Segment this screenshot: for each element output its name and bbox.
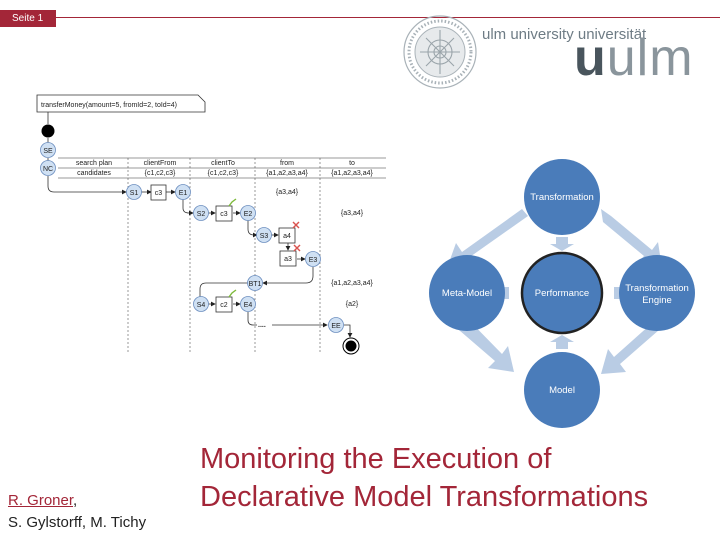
node-c3-first: c3 — [155, 190, 163, 197]
table-header-clientto: clientTo — [211, 160, 235, 167]
node-ee: EE — [331, 323, 341, 330]
node-se: SE — [43, 148, 53, 155]
table-cell-clientfrom: {c1,c2,c3} — [145, 170, 176, 177]
cross-icon — [293, 244, 301, 252]
table-header-search-plan: search plan — [76, 160, 112, 167]
node-c3-second: c3 — [220, 211, 228, 218]
page-label: Seite 1 — [0, 10, 56, 27]
node-e4: E4 — [244, 302, 253, 309]
table-header-to: to — [349, 160, 355, 167]
annotation-a2: {a2} — [346, 301, 359, 308]
author-comma: , — [73, 492, 78, 509]
node-e3: E3 — [309, 257, 318, 264]
end-node — [345, 340, 357, 352]
cycle-node-performance: Performance — [535, 288, 589, 299]
node-s2: S2 — [197, 211, 206, 218]
cross-icon — [292, 221, 300, 229]
ulm-wordmark-bold: u — [574, 29, 607, 87]
ulm-wordmark: uulm — [574, 32, 694, 84]
table-cell-from: {a1,a2,a3,a4} — [266, 170, 308, 177]
ulm-wordmark-rest: ulm — [606, 29, 694, 87]
node-s4: S4 — [197, 302, 206, 309]
cycle-node-transformation: Transformation — [530, 192, 594, 203]
table-cell-clientto: {c1,c2,c3} — [208, 170, 239, 177]
slide-title: Monitoring the Execution of Declarative … — [200, 440, 648, 516]
cycle-node-model: Model — [549, 385, 575, 396]
annotation-a3-a4-second: {a3,a4} — [341, 210, 364, 217]
university-seal-icon — [403, 15, 477, 89]
check-icon — [228, 289, 237, 298]
author-others: S. Gylstorff, M. Tichy — [8, 514, 147, 531]
node-e1: E1 — [179, 190, 188, 197]
annotation-a3-a4-first: {a3,a4} — [276, 189, 299, 196]
node-bt1: BT1 — [249, 281, 262, 288]
node-s1: S1 — [130, 190, 139, 197]
table-header-clientfrom: clientFrom — [144, 160, 177, 167]
node-e2: E2 — [244, 211, 253, 218]
node-a3: a3 — [284, 256, 292, 263]
call-label: transferMoney(amount=5, fromId=2, toId=4… — [41, 102, 177, 109]
cycle-node-engine-line1: Transformation — [625, 283, 689, 294]
node-s3: S3 — [260, 233, 269, 240]
table-cell-to: {a1,a2,a3,a4} — [331, 170, 373, 177]
author-main-link[interactable]: R. Groner — [8, 492, 74, 509]
slide-title-line2: Declarative Model Transformations — [200, 481, 649, 513]
university-name: ulm university universität — [482, 26, 647, 43]
annotation-a1-a4: {a1,a2,a3,a4} — [331, 280, 373, 287]
cycle-node-engine-line2: Engine — [642, 295, 672, 306]
table-header-from: from — [280, 160, 294, 167]
cycle-node-meta-model: Meta-Model — [442, 288, 492, 299]
authors: R. Groner, S. Gylstorff, M. Tichy — [8, 490, 146, 534]
node-ellipsis: .... — [258, 322, 266, 329]
table-cell-candidates: candidates — [77, 170, 111, 177]
slide-title-line1: Monitoring the Execution of — [200, 443, 552, 475]
check-icon — [228, 198, 237, 207]
node-a4: a4 — [283, 233, 291, 240]
start-node — [41, 124, 55, 138]
node-nc: NC — [43, 166, 53, 173]
node-c2: c2 — [220, 302, 228, 309]
header-line — [0, 17, 720, 18]
